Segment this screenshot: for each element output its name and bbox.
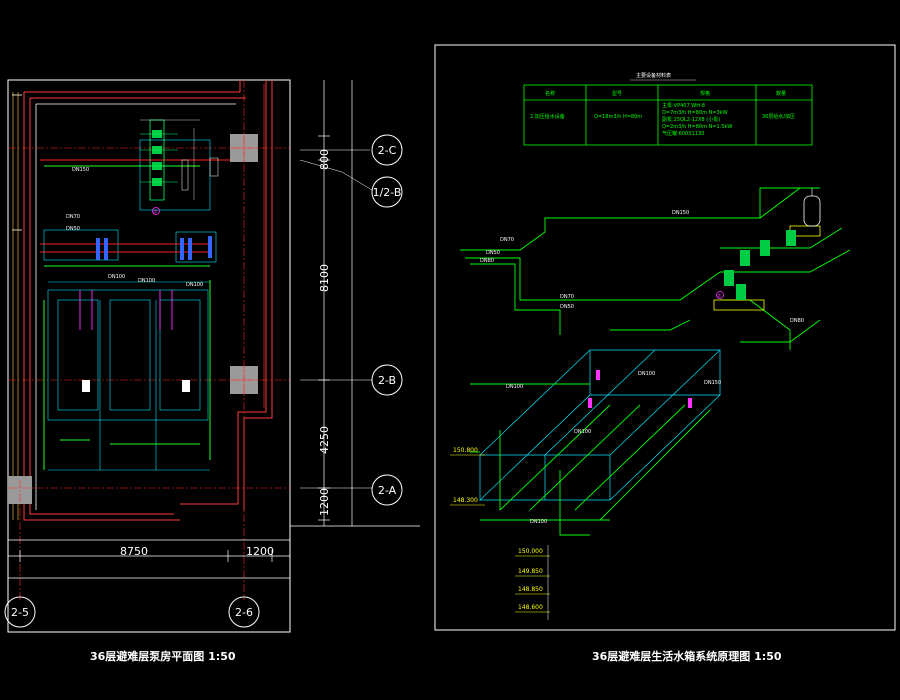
pipe-label: DN150 <box>72 167 89 173</box>
axis-bubble-2-6: 2-6 <box>228 596 260 628</box>
diagram-caption: 36层避难层生活水箱系统原理图 1:50 <box>592 649 782 663</box>
inner-walls <box>12 94 236 510</box>
pipe-label: DN100 <box>638 371 655 377</box>
dim-8100: 8100 <box>318 264 331 292</box>
valves <box>96 236 212 260</box>
th-name: 名称 <box>545 90 555 97</box>
pipe-label: DN70 <box>560 294 574 300</box>
pipe-label: DN80 <box>790 318 804 324</box>
svg-text:149.850: 149.850 <box>518 568 543 575</box>
axis-bubble-2c: 2-C <box>300 134 403 166</box>
svg-text:2-C: 2-C <box>378 144 397 157</box>
elevations: 150.800 148.300 150.000 149.850 148.850 … <box>450 447 550 620</box>
svg-text:1/2-B: 1/2-B <box>373 186 402 199</box>
svg-text:2-5: 2-5 <box>11 606 29 619</box>
dim-1200: 1200 <box>318 488 331 516</box>
building-walls <box>23 80 273 521</box>
pipe-label: DN100 <box>506 384 523 390</box>
pipe-label: DN150 <box>672 210 689 216</box>
pipe-label: DN70 <box>66 214 80 220</box>
dim-800: 800 <box>318 149 331 170</box>
tank-isometric <box>479 349 721 501</box>
axis-bubble-2-5: 2-5 <box>4 596 36 628</box>
pipe-label: DN100 <box>530 519 547 525</box>
td-qty: 36层给水/加压 <box>762 113 795 120</box>
magenta-pipes <box>79 290 173 330</box>
pipe-label: DN70 <box>500 237 514 243</box>
td-spec: Q=7m3/h H=80m N=3kW <box>662 110 728 116</box>
th-qty: 数量 <box>776 90 786 97</box>
index-marker-circle <box>152 207 160 215</box>
svg-text:148.600: 148.600 <box>518 604 543 611</box>
td-spec: 副泵:25QL2-12X8 (小泵) <box>662 116 720 123</box>
td-spec: Q=2m3/h H=80m N=1.5kW <box>662 124 732 130</box>
vertical-dimension <box>290 80 420 527</box>
pipe-label: DN80 <box>480 258 494 264</box>
td-spec: 气压罐:600X1130 <box>662 130 704 137</box>
green-pipes <box>43 165 211 470</box>
equipment-table <box>523 84 813 146</box>
svg-text:150.800: 150.800 <box>453 447 478 454</box>
svg-text:150.000: 150.000 <box>518 548 543 555</box>
table-title: 主要设备材料表 <box>636 72 671 79</box>
tank-pipes <box>470 383 711 536</box>
svg-text:2-6: 2-6 <box>235 606 253 619</box>
svg-text:2-A: 2-A <box>378 484 397 497</box>
dim-1200-h: 1200 <box>246 545 274 558</box>
plan-frame <box>7 79 291 633</box>
pipe-label: DN100 <box>186 282 203 288</box>
axis-bubble-1-2b: 1/2-B <box>299 159 403 208</box>
right-diagram: 主要设备材料表 名称 型号 规格 数量 2.加压给水设备 Q=18m3/h H=… <box>434 44 896 663</box>
td-name: 2.加压给水设备 <box>530 113 565 120</box>
index-marker-circle <box>716 291 724 299</box>
dim-8750: 8750 <box>120 545 148 558</box>
pipe-label: DN50 <box>560 304 574 310</box>
td-model: Q=18m3/h H=80m <box>594 114 642 120</box>
pipe-label: DN150 <box>704 380 721 386</box>
axis-bubble-2a: 2-A <box>300 474 403 506</box>
dim-4250: 4250 <box>318 426 331 454</box>
pipe-label: DN100 <box>574 429 591 435</box>
wall-hatch <box>12 92 19 520</box>
horizontal-dimension <box>8 539 290 579</box>
svg-text:2-B: 2-B <box>378 374 396 387</box>
plan-caption: 36层避难层泵房平面图 1:50 <box>90 649 236 663</box>
tanks <box>82 380 190 392</box>
index-marker: ② <box>153 210 158 216</box>
pump-skid <box>140 119 219 201</box>
pipe-label: DN50 <box>486 250 500 256</box>
pipe-label: DN50 <box>66 226 80 232</box>
axis-bubble-2b: 2-B <box>300 364 403 396</box>
magenta-valves <box>588 370 692 408</box>
pipe-label: DN100 <box>108 274 125 280</box>
svg-text:148.850: 148.850 <box>518 586 543 593</box>
axis-lines <box>8 80 290 600</box>
left-plan: ② DN150 DN70 DN50 DN100 DN100 DN100 800 … <box>4 79 420 663</box>
th-model: 型号 <box>612 90 622 97</box>
svg-text:148.300: 148.300 <box>453 497 478 504</box>
pump-set <box>713 188 821 311</box>
equipment-frames <box>43 139 217 471</box>
th-spec: 规格 <box>700 90 710 97</box>
index-marker: ② <box>717 294 722 300</box>
diagram-frame <box>434 44 896 631</box>
supply-pipes <box>40 159 230 253</box>
isometric-supply-lines <box>460 187 851 350</box>
td-spec: 主泵:VP407 WH-8 <box>662 102 705 109</box>
pipe-label: DN100 <box>138 278 155 284</box>
